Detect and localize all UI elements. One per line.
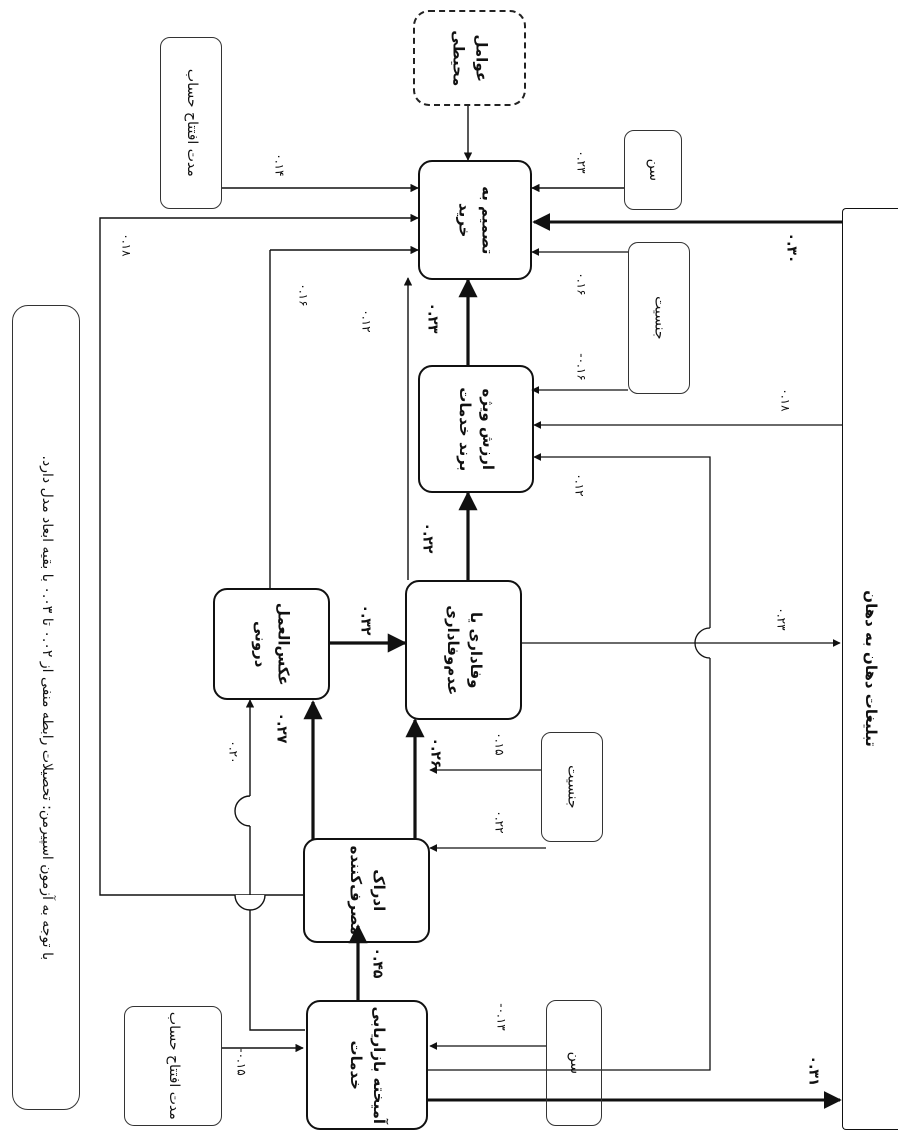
node-purchase-decision: تصمیم به خرید [418,160,532,280]
node-perception: ادراک مصرف‌کننده [303,838,430,943]
coef-perception-loyalty: ۰.۲۶ [427,737,444,769]
arrow-mix-to-equity [428,658,711,1071]
coef-age-decision: ۰.۲۳ [574,150,589,174]
box-age-top: سن [624,130,682,210]
note-text: با توجه به آزمون اسپیرمن: تحصیلات رابطه … [38,455,55,960]
coef-gender-perception: ۰.۱۵ [492,732,507,756]
coef-mix-wom: ۰.۳۱ [805,1055,822,1087]
node-brand-equity: ارزش ویژه برند خدمات [418,365,534,493]
coef-wom-decision: ۰.۳۰ [783,232,800,264]
coef-wom-equity: ۰.۱۸ [778,388,793,412]
coef-mix-perception: ۰.۴۵ [369,947,386,979]
coef-loyalty-decision: ۰.۱۲ [359,309,374,333]
node-loyalty: وفاداری یا عدم‌وفاداری [405,580,522,720]
coef-equity-decision: ۰.۲۳ [424,302,441,334]
box-tenure-top: مدت افتتاح حساب [160,37,222,209]
coef-tenure-decision: ۰.۱۴ [272,153,287,177]
coef-gender-equity: -۰.۱۶ [574,353,589,381]
coef-mix-reaction: ۰.۲۰ [226,740,241,764]
coef-tenure-mix: -۰.۱۵ [234,1048,249,1076]
node-marketing-mix: آمیخته بازاریابی خدمات [306,1000,428,1130]
coef-age-mix: -۰.۱۳ [494,1003,509,1031]
coef-mix-equity: ۰.۱۲ [572,473,587,497]
coef-loyalty-equity: ۰.۲۲ [419,522,436,554]
arrow-mix-to-reaction [249,826,305,1031]
hop-perception-line [234,894,266,911]
box-gender-top: جنسیت [628,242,690,394]
coef-perception-reaction: ۰.۲۷ [273,712,290,744]
coef-age-perception: ۰.۲۲ [492,810,507,834]
node-environmental-factors: عوامل محیطی [413,10,526,106]
box-age-left: سن [546,1000,602,1126]
box-gender-left: جنسیت [541,732,603,842]
node-internal-reaction: عکس‌العمل درونی [213,588,330,700]
note-box: با توجه به آزمون اسپیرمن: تحصیلات رابطه … [12,305,80,1110]
coef-gender-decision: ۰.۱۶ [574,272,589,296]
coef-reaction-loyalty: ۰.۳۲ [357,604,374,636]
coef-perception-decision: ۰.۱۸ [119,233,134,257]
coef-loyalty-wom: ۰.۲۳ [774,607,789,631]
coef-reaction-decision: ۰.۱۶ [296,283,311,307]
node-word-of-mouth: تبلیغات دهان به دهان [842,208,898,1130]
box-tenure-left: مدت افتتاح حساب [124,1006,222,1126]
